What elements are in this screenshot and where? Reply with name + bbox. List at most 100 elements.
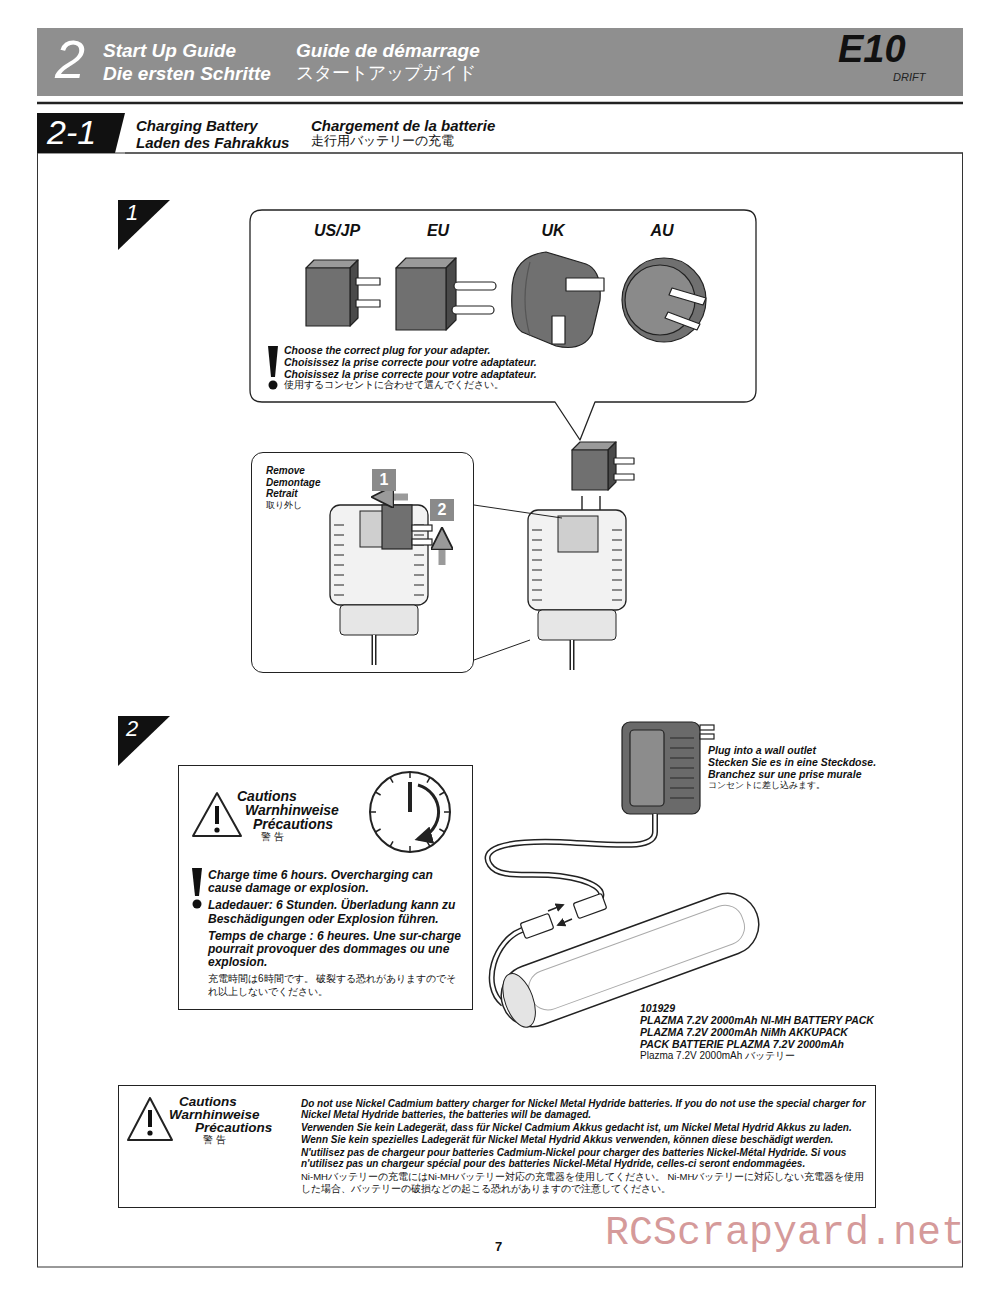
plug-adapter xyxy=(572,450,608,490)
plug-adapter xyxy=(608,442,616,490)
clock-icon xyxy=(409,772,411,778)
plug-adapter xyxy=(614,458,634,464)
warning-triangle xyxy=(214,827,219,832)
step-marker-shape xyxy=(118,716,170,766)
step-marker-shape xyxy=(118,200,170,250)
plug-region: UK xyxy=(541,222,564,240)
plug-adapter xyxy=(572,442,634,490)
chapter-title: Die ersten Schritte xyxy=(103,63,271,85)
battery-pack xyxy=(493,885,768,1036)
rule-line xyxy=(37,102,963,105)
section-number-shape xyxy=(37,113,125,153)
warning-triangle xyxy=(148,1110,152,1127)
logo-subtitle: DRIFT xyxy=(893,71,925,84)
page-number: 7 xyxy=(495,1240,502,1255)
plug-illustration xyxy=(525,262,530,336)
caution-text: 使用するコンセントに合わせて選んでください。 xyxy=(284,380,744,391)
connect-arrow xyxy=(558,919,572,925)
rule-line xyxy=(38,153,963,1267)
clock-icon xyxy=(375,792,380,795)
callout-outline xyxy=(250,210,756,440)
caution-heading: Cautions xyxy=(237,788,297,804)
section-title: Charging Battery xyxy=(136,117,258,134)
clock-icon xyxy=(427,841,430,846)
leader-line xyxy=(474,640,530,660)
clock-icon xyxy=(390,777,393,782)
plug-illustration xyxy=(665,312,700,330)
caution-text: Temps de charge : 6 heures. Une sur-char… xyxy=(208,930,466,970)
removal-arrow xyxy=(378,494,408,501)
charger-illustration xyxy=(622,722,714,814)
chapter-title: スタートアップガイド xyxy=(296,63,476,84)
caution-text: 充電時間は6時間です。 破裂する恐れがありますのでそれ以上しないでください。 xyxy=(208,973,466,998)
charger-cable xyxy=(488,814,655,904)
clock-icon xyxy=(370,772,450,852)
step-marker-outline xyxy=(118,716,170,766)
caution-box: Charge time 6 hours. Overcharging can ca… xyxy=(178,765,473,1010)
clock-icon xyxy=(427,777,430,782)
instruction-text: Stecken Sie es in eine Steckdose. xyxy=(708,756,876,768)
charger-illustration xyxy=(700,725,714,730)
clock-icon xyxy=(370,811,376,813)
warning-mark xyxy=(192,868,202,896)
battery-pack xyxy=(493,885,768,1036)
clock-icon xyxy=(439,792,444,795)
plug-selection-callout: Choose the correct plug for your adapter… xyxy=(250,210,756,402)
step-marker-outline xyxy=(118,200,170,250)
instruction-text: Retrait xyxy=(266,488,361,500)
plug-illustration xyxy=(452,306,494,314)
caution-heading: Précautions xyxy=(253,816,333,832)
battery-pack xyxy=(496,969,541,1031)
caution-text: Choisissez la prise correcte pour votre … xyxy=(284,356,744,368)
caution-text: Ni-MHバッテリーの充電にはNi-MHバッテリー対応の充電器を使用してください… xyxy=(301,1171,867,1194)
chapter-title: Start Up Guide xyxy=(103,40,236,62)
caution-text: Do not use Nickel Cadmium battery charge… xyxy=(301,1098,867,1120)
connector xyxy=(520,913,554,938)
plug-illustration xyxy=(454,282,496,290)
watermark: RCScrapyard.net xyxy=(605,1212,965,1256)
caution-heading: 警 告 xyxy=(261,831,284,843)
instruction-text: Branchez sur une prise murale xyxy=(708,768,861,780)
chapter-title: Guide de démarrage xyxy=(296,40,480,62)
charger-illustration xyxy=(670,738,694,798)
connector xyxy=(520,893,607,938)
battery-pack xyxy=(493,885,768,1036)
leader-line xyxy=(474,505,562,660)
plug-illustration xyxy=(669,288,706,305)
caution-box: Do not use Nickel Cadmium battery charge… xyxy=(118,1085,876,1208)
connect-arrow xyxy=(548,905,563,911)
callout-number: 2 xyxy=(430,499,454,521)
warning-triangle xyxy=(193,793,241,836)
instruction-text: コンセントに差し込みます。 xyxy=(708,780,825,790)
charger-illustration xyxy=(670,797,694,798)
plug-adapter xyxy=(412,525,432,531)
section-title: Laden des Fahrakkus xyxy=(136,134,289,151)
plug-illustration xyxy=(566,278,604,291)
plug-illustration xyxy=(552,316,565,344)
plug-illustration xyxy=(306,268,350,326)
charger-illustration xyxy=(622,722,700,814)
plug-illustration xyxy=(622,258,706,342)
plug-region: US/JP xyxy=(314,222,360,240)
step-marker: 1 xyxy=(118,200,170,250)
clock-icon xyxy=(444,811,450,813)
clock-icon xyxy=(418,785,439,839)
plug-adapter xyxy=(412,539,432,545)
charger-illustration xyxy=(670,757,694,758)
clock-icon xyxy=(370,772,450,852)
charger-illustration xyxy=(670,747,694,748)
instruction-text: 取り外し xyxy=(266,500,361,510)
caution-heading: 警 告 xyxy=(203,1134,226,1146)
plug-region: AU xyxy=(650,222,673,240)
part-name: PLAZMA 7.2V 2000mAh NI-MH BATTERY PACK xyxy=(640,1014,874,1026)
plug-illustration xyxy=(512,252,601,348)
callout-number: 2 xyxy=(430,499,454,521)
chapter-number: 2 xyxy=(55,32,85,86)
plug-illustration xyxy=(356,300,380,307)
rule-line xyxy=(37,103,963,1267)
instruction-text: Plug into a wall outlet xyxy=(708,744,816,756)
clock-icon xyxy=(370,772,450,852)
warning-mark xyxy=(269,381,278,390)
caution-heading: Warnhinweise xyxy=(245,802,339,818)
